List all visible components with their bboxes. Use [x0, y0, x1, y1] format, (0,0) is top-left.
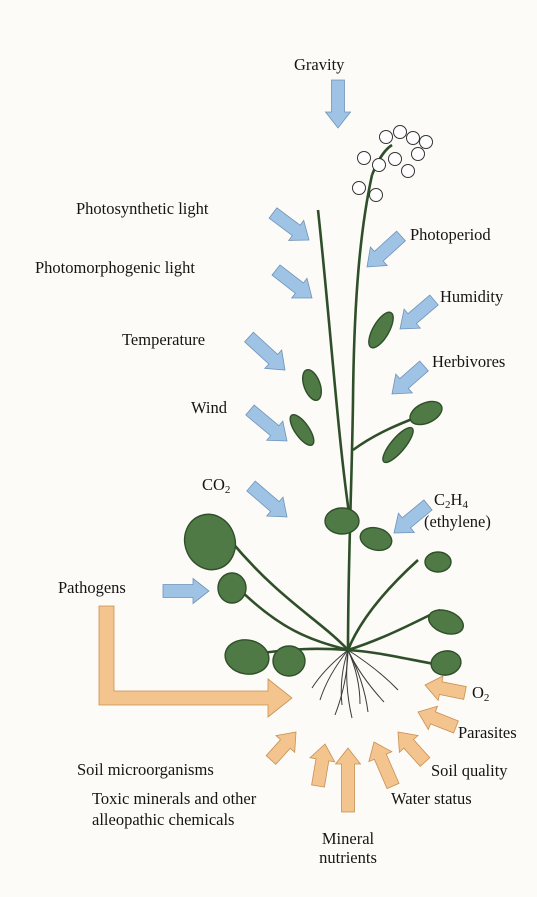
label-photosynthetic-light: Photosynthetic light [76, 199, 208, 218]
flower-3 [407, 132, 420, 145]
label-toxic-line1: Toxic minerals and other [92, 789, 256, 808]
root-3 [347, 650, 352, 718]
root-5 [348, 650, 384, 702]
flower-1 [380, 131, 393, 144]
label-o2-sub: 2 [484, 692, 490, 704]
arrow-mineral-nutrients [336, 748, 361, 812]
leaf-top-branch [406, 397, 445, 429]
label-photomorphogenic-light: Photomorphogenic light [35, 258, 195, 277]
label-photoperiod: Photoperiod [410, 225, 491, 244]
leaf-right-1 [425, 552, 451, 572]
label-humidity: Humidity [440, 287, 503, 306]
basal-stem-6 [348, 650, 440, 665]
leaf-upper-right [364, 309, 398, 352]
arrow-photomorphogenic-light [272, 265, 312, 298]
label-water-status: Water status [391, 789, 472, 808]
label-herbivores: Herbivores [432, 352, 505, 371]
label-mineral-line2: nutrients [300, 848, 396, 867]
arrow-co2 [247, 481, 287, 517]
main-stem [348, 175, 372, 650]
basal-stem-1 [230, 540, 348, 650]
flower-7 [389, 153, 402, 166]
plant-flowers [353, 126, 433, 202]
arrow-wind [246, 405, 287, 441]
leaf-mid-left [286, 411, 318, 449]
label-toxic-line2: alleopathic chemicals [92, 810, 234, 829]
label-soil-microorganisms: Soil microorganisms [77, 760, 214, 779]
arrow-gravity [326, 80, 351, 128]
flower-10 [370, 189, 383, 202]
arrow-soil-microorganisms [266, 732, 296, 764]
root-7 [312, 650, 348, 688]
label-ethylene-h: H [451, 490, 463, 509]
leaf-lower-right [358, 524, 395, 554]
label-mineral-line1: Mineral [300, 829, 396, 848]
leaf-basal-bottom-left [222, 636, 271, 677]
label-co2-sub: 2 [225, 484, 231, 496]
flower-4 [420, 136, 433, 149]
flower-5 [358, 152, 371, 165]
flower-2 [394, 126, 407, 139]
label-ethylene-name: (ethylene) [424, 512, 491, 531]
label-wind: Wind [191, 398, 227, 417]
arrow-pathogens [163, 579, 209, 604]
arrow-o2 [425, 676, 466, 701]
leaf-basal-small [218, 573, 246, 603]
label-ethylene-c: C [434, 490, 445, 509]
arrow-photosynthetic-light [269, 208, 309, 241]
label-o2-base: O [472, 683, 484, 702]
plant-roots [312, 650, 398, 718]
arrow-temperature [245, 332, 285, 370]
arrow-photoperiod [367, 231, 405, 267]
root-8 [348, 650, 360, 704]
label-pathogens: Pathogens [58, 578, 126, 597]
leaf-right-2 [425, 606, 466, 639]
arrow-water-status [369, 742, 399, 789]
flower-8 [402, 165, 415, 178]
root-1 [320, 650, 348, 700]
label-soil-quality: Soil quality [431, 761, 508, 780]
flower-11 [412, 148, 425, 161]
plant-stems [230, 145, 440, 665]
label-co2: CO2 [202, 475, 230, 500]
label-parasites: Parasites [458, 723, 517, 742]
leaf-right-3 [429, 649, 463, 678]
arrow-herbivores [392, 361, 428, 394]
arrow-humidity [400, 295, 438, 329]
flower-6 [373, 159, 386, 172]
leaf-lower-center [325, 508, 359, 534]
flower-9 [353, 182, 366, 195]
arrow-toxic-minerals [310, 744, 335, 787]
basal-stem-5 [348, 610, 440, 650]
factor-arrows [99, 80, 466, 812]
arrow-parasites [418, 706, 458, 733]
side-stem-left [318, 210, 350, 520]
leaf-basal-large [177, 507, 243, 577]
arrow-soil-quality [398, 732, 430, 766]
label-temperature: Temperature [122, 330, 205, 349]
label-ethylene-sub2: 4 [462, 499, 468, 511]
leaf-basal-bottom-mid [273, 646, 305, 676]
label-o2: O2 [472, 683, 489, 708]
leaf-upper-left [299, 367, 325, 403]
label-co2-base: CO [202, 475, 225, 494]
label-gravity: Gravity [294, 55, 344, 74]
